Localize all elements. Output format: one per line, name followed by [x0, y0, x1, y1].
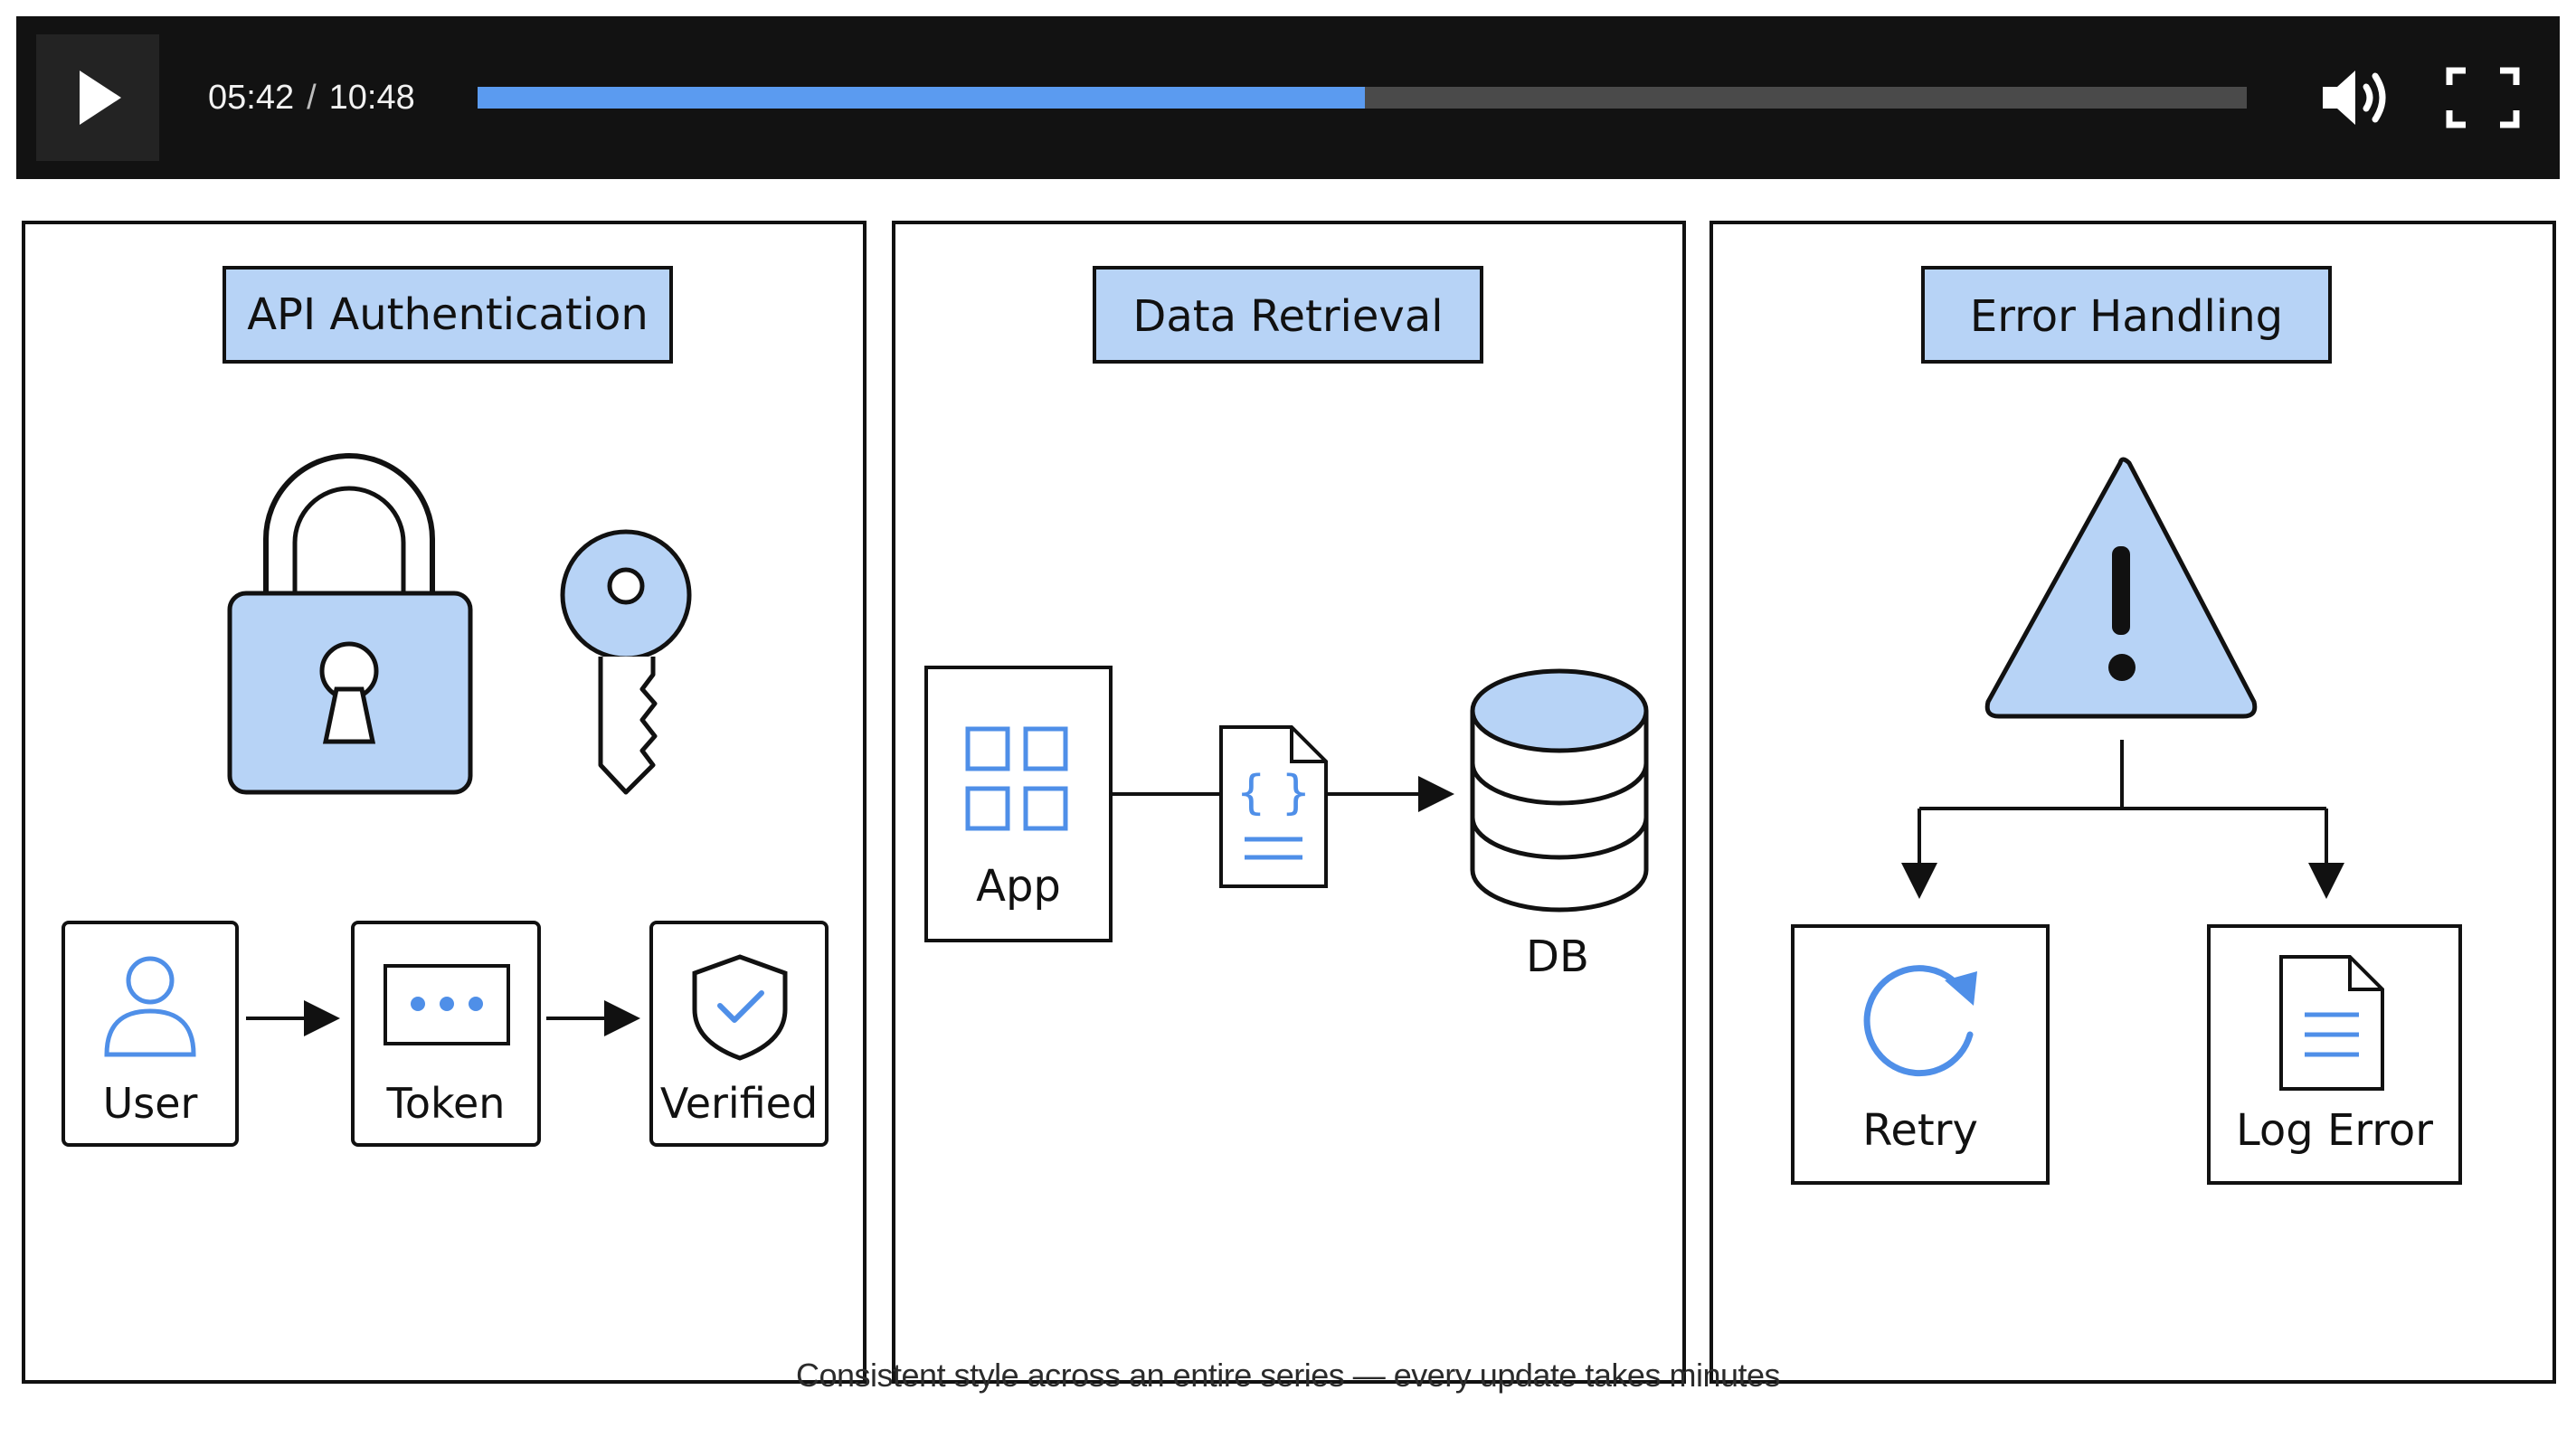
- duration: 10:48: [328, 79, 415, 117]
- warning-icon: [1984, 457, 2258, 719]
- branch-connector: [1901, 740, 2344, 899]
- fullscreen-icon: [2446, 67, 2520, 128]
- current-time: 05:42: [208, 79, 295, 117]
- token-node: Token: [351, 921, 541, 1147]
- time-separator: /: [307, 79, 317, 117]
- panel-title-errors-label: Error Handling: [1970, 291, 2283, 342]
- db-label: DB: [1526, 932, 1589, 982]
- panel-error-handling: Error Handling Retry: [1709, 221, 2556, 1384]
- app-grid-icon: [965, 726, 1068, 831]
- token-label: Token: [386, 1079, 506, 1128]
- panel-data-retrieval: Data Retrieval App { }: [892, 221, 1686, 1384]
- panel-title-retrieval-label: Data Retrieval: [1132, 291, 1443, 342]
- retry-label: Retry: [1862, 1105, 1978, 1156]
- retry-icon: [1863, 965, 1977, 1077]
- volume-icon: [2323, 71, 2386, 125]
- retry-node: Retry: [1791, 924, 2050, 1185]
- fullscreen-button[interactable]: [2440, 61, 2525, 134]
- shield-check-icon: [692, 954, 788, 1061]
- verified-node: Verified: [649, 921, 829, 1147]
- panel-title-auth-label: API Authentication: [247, 289, 649, 340]
- panel-title-errors: Error Handling: [1921, 266, 2332, 364]
- log-error-label: Log Error: [2236, 1105, 2433, 1156]
- json-braces-glyph: { }: [1236, 766, 1312, 820]
- app-label: App: [976, 861, 1061, 912]
- play-button[interactable]: [36, 34, 159, 161]
- panel-title-auth: API Authentication: [223, 266, 673, 364]
- json-document-icon: { }: [1219, 725, 1328, 888]
- database-icon: [1470, 668, 1649, 913]
- panel-title-retrieval: Data Retrieval: [1093, 266, 1483, 364]
- user-icon: [104, 956, 196, 1057]
- key-icon: [560, 529, 692, 795]
- user-node: User: [62, 921, 239, 1147]
- padlock-icon: [227, 453, 473, 795]
- panel-api-authentication: API Authentication User: [22, 221, 867, 1384]
- time-readout: 05:42 / 10:48: [208, 16, 415, 179]
- log-error-node: Log Error: [2207, 924, 2462, 1185]
- auth-flow: User Token Verified: [62, 921, 829, 1147]
- play-icon: [80, 71, 121, 125]
- caption-text: Consistent style across an entire series…: [795, 1357, 1781, 1394]
- user-label: User: [103, 1079, 198, 1128]
- log-file-icon: [2279, 955, 2384, 1091]
- video-control-bar: 05:42 / 10:48: [16, 16, 2560, 179]
- verified-label: Verified: [660, 1079, 818, 1128]
- token-icon: [384, 964, 510, 1045]
- app-node: App: [924, 666, 1113, 942]
- progress-fill: [478, 87, 1365, 109]
- volume-button[interactable]: [2319, 61, 2397, 134]
- progress-bar[interactable]: [478, 87, 2247, 109]
